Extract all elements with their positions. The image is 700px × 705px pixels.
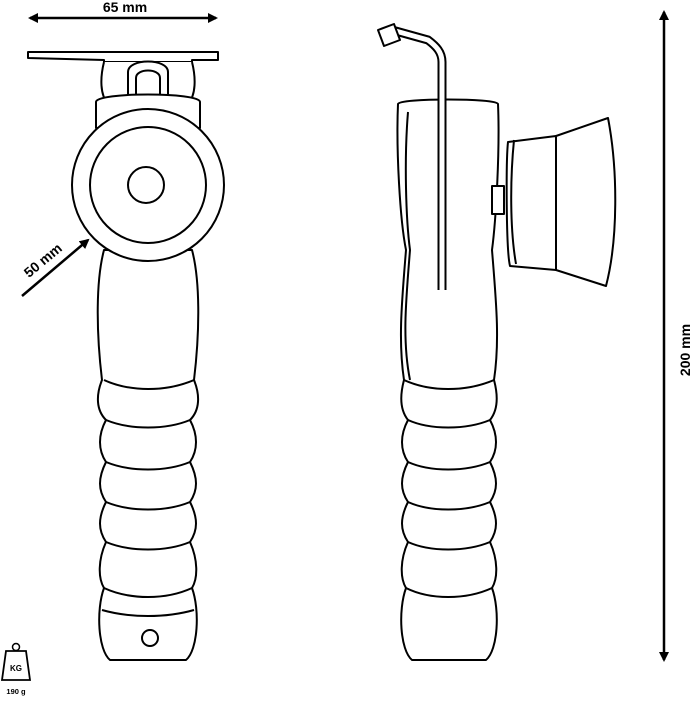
weight-value: 190 g [6,687,26,696]
end-cap-line [101,609,195,617]
hook-plate [27,51,219,63]
side-head-back [505,135,557,271]
hook-loop [127,60,169,96]
side-grip-ring-1 [403,379,495,390]
handle-body [96,249,200,661]
grip-ring-2 [105,419,191,429]
height-dimension: 200 mm [659,9,693,662]
lamp-head-ring [89,126,207,244]
side-grip-ring-5 [407,541,491,551]
width-dimension: 65 mm [28,0,218,23]
hook-tip [377,23,401,47]
grip-ring-4 [105,501,191,511]
grip-ring-1 [103,379,195,390]
side-head-reflector [555,117,617,287]
side-head-edge [510,139,517,265]
width-label: 65 mm [103,0,147,15]
grip-ring-3 [105,461,191,471]
swivel-joint [491,185,505,215]
weight-indicator: KG 190 g [0,642,32,696]
side-grip-ring-4 [407,501,491,511]
grip-ring-5 [105,541,191,551]
lanyard-hole [141,629,159,647]
lamp-side-view [377,23,617,661]
diameter-label: 50 mm [21,240,65,281]
side-grip-ring-3 [407,461,491,471]
lamp-head-outer [71,108,225,262]
side-grip-ring-2 [407,419,491,429]
side-body [396,98,500,661]
lamp-front-view [27,51,225,661]
hook-wire-fill [391,27,445,290]
hook-inner [135,69,161,96]
side-grip-ring-6 [405,587,493,598]
diameter-arrow [21,238,90,297]
height-label: 200 mm [677,324,693,376]
diameter-dimension: 50 mm [21,238,90,297]
grip-ring-6 [103,587,193,598]
lamp-lens [127,166,165,204]
weight-icon [0,642,32,681]
weight-icon-text: KG [10,664,22,673]
side-groove [404,111,411,381]
